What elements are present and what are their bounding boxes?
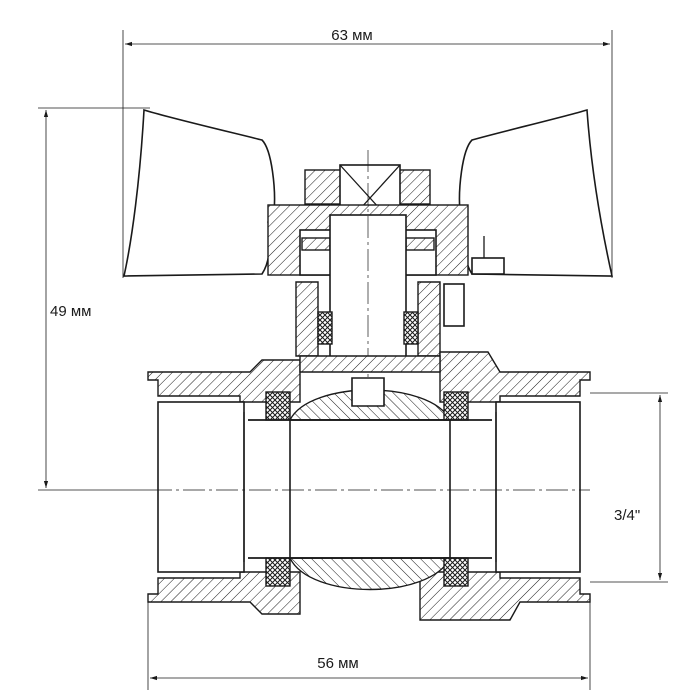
height-label: 49 мм [50, 303, 91, 320]
butterfly-handle [122, 108, 614, 277]
dimension-thread: 3/4" [590, 392, 668, 583]
thread-label: 3/4" [614, 507, 640, 524]
stem-neck [295, 236, 505, 357]
top-width-label: 63 мм [331, 27, 372, 44]
dimension-bottom-width: 56 мм [147, 600, 591, 690]
valve-body [147, 351, 591, 621]
valve-ball [248, 377, 492, 591]
dimension-height: 49 мм [38, 107, 150, 491]
dimension-top-width: 63 мм [122, 27, 613, 278]
valve-stem [329, 150, 407, 420]
bottom-width-label: 56 мм [317, 655, 358, 672]
